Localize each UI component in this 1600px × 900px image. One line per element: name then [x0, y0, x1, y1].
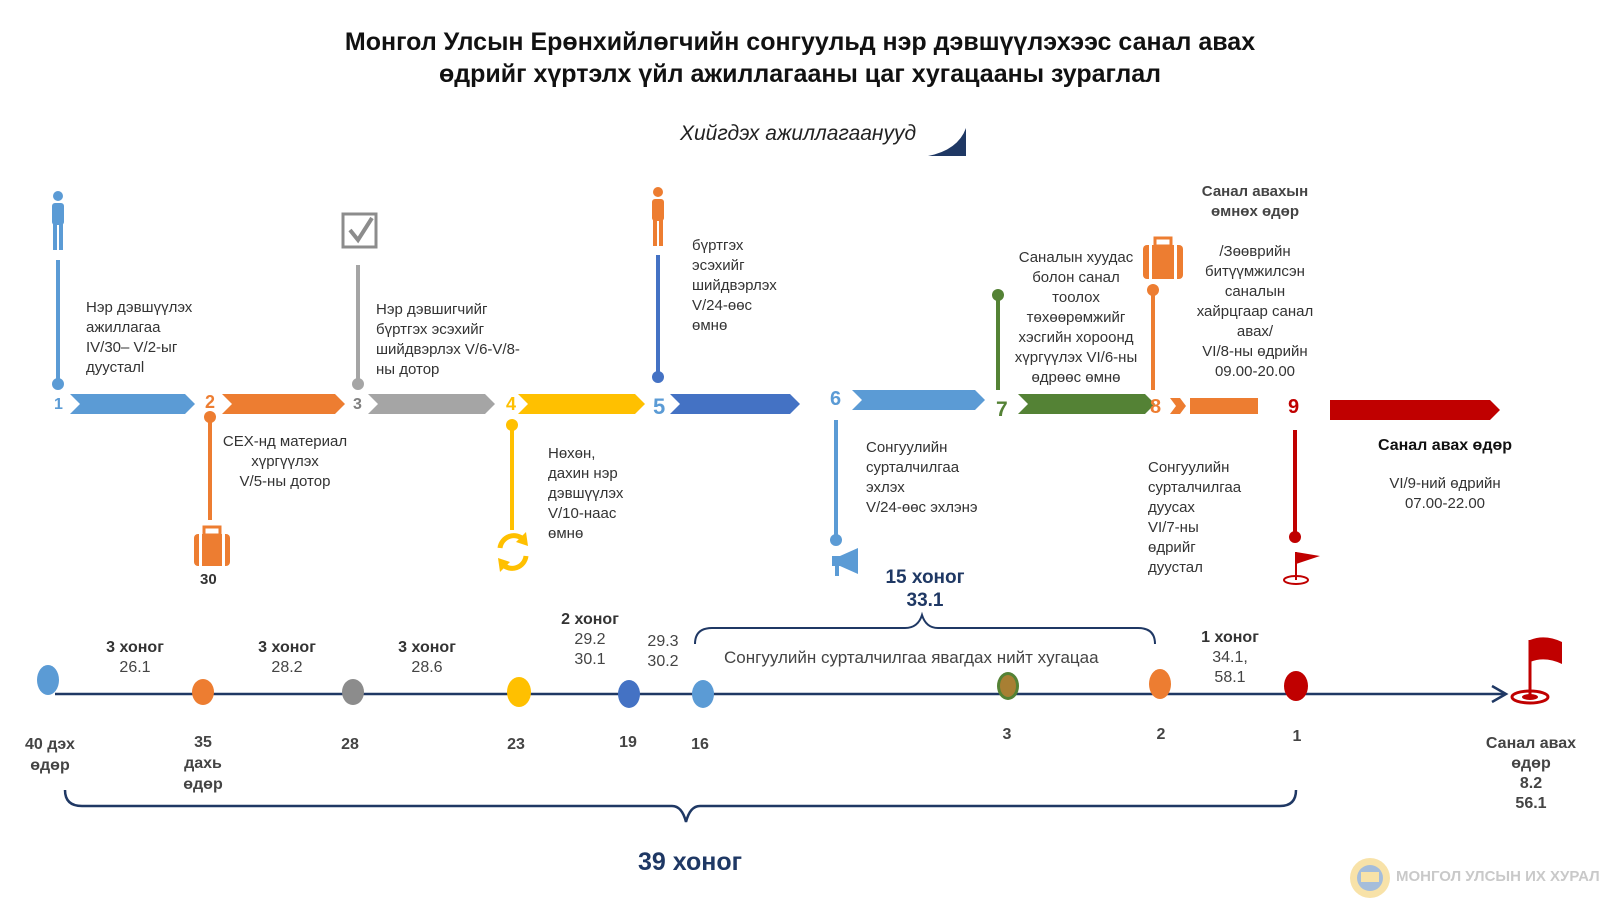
timeline-dot-35 — [192, 679, 214, 705]
timeline-dot-16 — [692, 680, 714, 708]
page-title-line1: Монгол Улсын Ерөнхийлөгчийн сонгуульд нэ… — [344, 28, 1256, 56]
timeline-dot-2 — [1149, 669, 1171, 699]
timeline-dot-23 — [507, 677, 531, 707]
day-label-3: 3 — [1002, 726, 1012, 743]
arrow-segment-8a — [1170, 398, 1186, 414]
arrow-segment-4 — [518, 394, 645, 414]
person-icon — [52, 191, 64, 250]
timeline-dot-28 — [342, 679, 364, 705]
briefcase-icon — [194, 525, 230, 566]
briefcase-icon — [1143, 236, 1183, 279]
step-number-4: 4 — [506, 394, 517, 414]
person-icon — [652, 187, 664, 246]
arrow-segment-5 — [670, 394, 800, 414]
arrow-segment-9 — [1330, 400, 1500, 420]
flag-icon — [1283, 552, 1320, 585]
step-2-badge: 30 — [200, 571, 217, 588]
timeline-dot-1 — [1284, 671, 1308, 701]
arrow-segment-7 — [1018, 394, 1155, 414]
step-number-6: 6 — [830, 388, 842, 410]
day-label-2: 2 — [1156, 726, 1166, 743]
total-duration: 39 хоног — [637, 848, 743, 876]
campaign-label: Сонгуулийн сурталчилгаа явагдах нийт хуг… — [724, 648, 1099, 667]
step-number-8: 8 — [1150, 396, 1162, 418]
day-label-28: 28 — [341, 736, 359, 753]
megaphone-icon — [832, 548, 858, 576]
refresh-icon — [497, 532, 529, 572]
arrow-segment-2 — [222, 394, 345, 414]
day-label-16: 16 — [691, 736, 709, 753]
timeline-dot-19 — [618, 680, 640, 708]
timeline-arrowhead-icon — [1491, 684, 1509, 704]
timeline-dot-40 — [37, 665, 59, 695]
day-label-19: 19 — [619, 734, 637, 751]
flag-icon — [1510, 637, 1562, 705]
day-label-23: 23 — [507, 736, 525, 753]
step-number-3: 3 — [353, 396, 362, 413]
step-number-5: 5 — [653, 394, 666, 419]
step-number-7: 7 — [996, 398, 1008, 421]
corner-mark-icon — [928, 128, 966, 156]
watermark-text: МОНГОЛ УЛСЫН ИХ ХУРАЛ — [1396, 868, 1600, 885]
step-number-9: 9 — [1288, 396, 1300, 418]
checkbox-icon — [341, 212, 378, 249]
arrow-segment-1 — [70, 394, 195, 414]
section-subtitle: Хийгдэх ажиллагаанууд — [680, 122, 917, 145]
arrow-segment-3 — [368, 394, 495, 414]
page-title-line2: өдрийг хүртэлх үйл ажиллагааны цаг хугац… — [438, 60, 1162, 88]
step-number-2: 2 — [205, 392, 216, 412]
total-brace — [63, 789, 1298, 823]
day-label-1: 1 — [1292, 728, 1302, 745]
step-9-heading: Санал авах өдөр — [1377, 437, 1513, 454]
emblem-icon — [1350, 858, 1390, 898]
arrow-segment-8b — [1190, 398, 1258, 414]
step-number-1: 1 — [54, 396, 63, 413]
campaign-brace — [694, 611, 1156, 645]
arrow-segment-6 — [852, 390, 985, 410]
